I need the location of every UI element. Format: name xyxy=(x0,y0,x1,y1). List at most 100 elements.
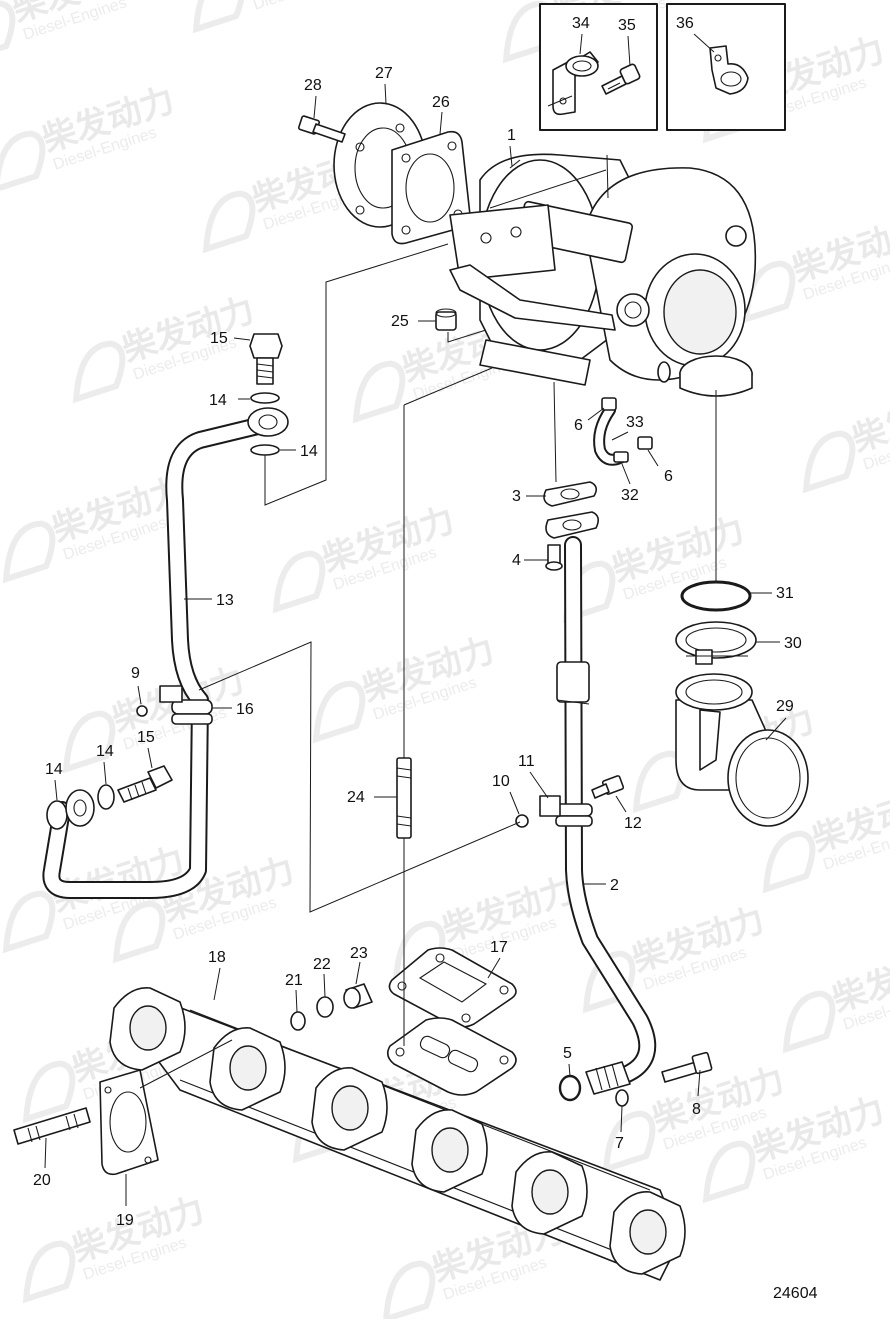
callout-36: 36 xyxy=(676,15,715,53)
callout-label-12: 12 xyxy=(624,815,642,832)
reference-lines xyxy=(139,154,717,1089)
callout-leader-5 xyxy=(568,1063,571,1077)
callout-label-25: 25 xyxy=(391,313,409,330)
manifold-top-flange xyxy=(386,1017,517,1096)
callout-label-24: 24 xyxy=(347,789,365,806)
svg-text:Diesel-Engines: Diesel-Engines xyxy=(251,0,359,14)
callout-15b: 15 xyxy=(137,729,155,769)
clip-36 xyxy=(709,45,749,95)
callout-12: 12 xyxy=(615,795,642,832)
callout-label-9: 9 xyxy=(131,665,140,682)
callout-leader-15a xyxy=(233,337,251,341)
callout-leader-1 xyxy=(509,145,513,167)
callout-leader-27 xyxy=(384,83,387,105)
callout-label-20: 20 xyxy=(33,1172,51,1189)
callout-leader-14d xyxy=(103,761,107,785)
clamp-34 xyxy=(547,51,599,116)
spacer-23 xyxy=(343,983,373,1009)
callout-14a: 14 xyxy=(209,392,250,409)
callout-17: 17 xyxy=(487,939,508,979)
callout-27: 27 xyxy=(375,65,393,105)
callout-label-14a: 14 xyxy=(209,392,227,409)
callout-leader-6b xyxy=(647,449,659,467)
stud-20 xyxy=(13,1107,91,1145)
nut-9 xyxy=(136,705,148,717)
callout-label-32: 32 xyxy=(621,487,639,504)
callout-label-14b: 14 xyxy=(300,443,318,460)
callout-6a: 6 xyxy=(574,407,605,434)
callout-label-36: 36 xyxy=(676,15,694,32)
manifold-port-3 xyxy=(311,1067,388,1151)
callout-leader-36 xyxy=(693,33,715,53)
callout-label-2: 2 xyxy=(610,877,619,894)
callout-label-7: 7 xyxy=(615,1135,624,1152)
bolt-4 xyxy=(545,544,563,571)
callout-8: 8 xyxy=(692,1069,701,1118)
callout-18: 18 xyxy=(208,949,226,1001)
callout-29: 29 xyxy=(765,698,794,741)
callout-label-4: 4 xyxy=(512,552,521,569)
callout-4: 4 xyxy=(512,552,548,569)
callout-leader-9 xyxy=(137,685,142,705)
callout-label-6b: 6 xyxy=(664,468,673,485)
banjo-assembly-lower xyxy=(46,765,173,830)
callout-label-13: 13 xyxy=(216,592,234,609)
callout-leader-23 xyxy=(355,961,361,985)
callout-leader-32 xyxy=(621,463,631,485)
hose-33 xyxy=(593,404,626,466)
gasket-17 xyxy=(388,947,517,1028)
callout-23: 23 xyxy=(350,945,368,985)
callout-leader-34 xyxy=(579,33,583,55)
callout-20: 20 xyxy=(33,1137,51,1189)
washer-22 xyxy=(316,996,334,1018)
manifold-port-6 xyxy=(609,1191,686,1275)
clamp-16 xyxy=(159,685,213,725)
callout-leader-15b xyxy=(147,747,153,769)
callout-leader-14c xyxy=(54,779,58,801)
connector-7 xyxy=(585,1061,631,1107)
washer-14-top xyxy=(250,392,280,404)
callout-label-26: 26 xyxy=(432,94,450,111)
callout-11: 11 xyxy=(518,753,549,799)
bolt-28 xyxy=(297,115,346,143)
callout-1: 1 xyxy=(507,127,516,167)
callout-label-15a: 15 xyxy=(210,330,228,347)
banjo-bolt-15-top xyxy=(249,333,283,385)
bolt-35 xyxy=(601,63,641,95)
callout-16: 16 xyxy=(212,701,254,718)
callout-19: 19 xyxy=(116,1174,134,1229)
callout-label-16: 16 xyxy=(236,701,254,718)
callout-label-30: 30 xyxy=(784,635,802,652)
callout-leader-22 xyxy=(323,973,326,998)
clip-6-bottom xyxy=(637,436,653,450)
callout-32: 32 xyxy=(621,463,639,504)
callout-leader-35 xyxy=(627,35,631,67)
callout-14c: 14 xyxy=(45,761,63,801)
callout-label-29: 29 xyxy=(776,698,794,715)
callout-3: 3 xyxy=(512,488,546,505)
callout-25: 25 xyxy=(391,313,436,330)
spacer-25 xyxy=(435,308,457,331)
washer-14-mid xyxy=(250,444,280,456)
gasket-3 xyxy=(543,481,600,539)
callout-14d: 14 xyxy=(96,743,114,785)
callout-leader-17 xyxy=(487,957,501,979)
callout-label-35: 35 xyxy=(618,17,636,34)
callout-label-21: 21 xyxy=(285,972,303,989)
manifold-port-1 xyxy=(109,987,186,1071)
callout-14b: 14 xyxy=(280,443,318,460)
elbow-29 xyxy=(675,673,809,827)
callout-21: 21 xyxy=(285,972,303,1013)
callout-label-22: 22 xyxy=(313,956,331,973)
callout-34: 34 xyxy=(572,15,590,55)
callout-24: 24 xyxy=(347,789,397,806)
bolt-8 xyxy=(661,1051,713,1083)
